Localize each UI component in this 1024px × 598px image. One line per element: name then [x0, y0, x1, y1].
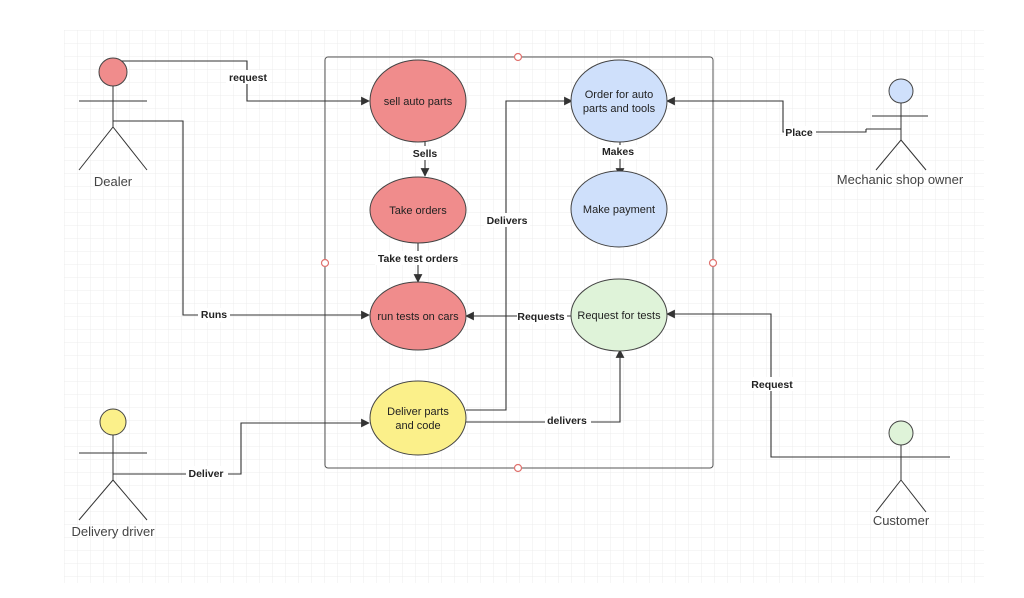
use-case-take-orders[interactable]: Take orders: [369, 176, 467, 244]
use-case-sell-auto-parts[interactable]: sell auto parts: [369, 59, 467, 143]
edge-label-mechanic-order: Place: [785, 127, 813, 139]
actor-head: [888, 420, 914, 446]
use-case-label: run tests on cars: [377, 311, 459, 323]
actor-head: [888, 78, 914, 104]
use-case-label: Take orders: [389, 205, 447, 217]
edge-labels: request Sells Take test orders Runs Requ…: [186, 70, 816, 480]
edge-label-order-payment: Makes: [602, 146, 634, 158]
use-case-label-line2: and code: [395, 420, 440, 432]
actor-customer[interactable]: Customer: [869, 420, 950, 528]
edge-label-sell-take: Sells: [413, 148, 438, 160]
boundary-handle-right[interactable]: [708, 258, 718, 268]
use-case-request-tests[interactable]: Request for tests: [570, 278, 668, 352]
edge-deliver-request[interactable]: [466, 349, 625, 423]
edge-label-deliver-request: delivers: [547, 415, 587, 427]
actor-label: Dealer: [94, 174, 133, 189]
edge-label-dealer-sell: request: [229, 72, 267, 84]
use-case-label: Request for tests: [577, 310, 661, 322]
actor-label: Customer: [873, 513, 930, 528]
use-case-deliver-parts[interactable]: Deliver parts and code: [369, 380, 467, 456]
actor-label: Delivery driver: [71, 524, 155, 539]
edge-label-driver-deliver: Deliver: [188, 468, 223, 480]
edge-label-deliver-order: Delivers: [487, 215, 528, 227]
actor-delivery-driver[interactable]: Delivery driver: [71, 408, 155, 539]
edge-driver-deliver[interactable]: [113, 418, 370, 475]
edge-label-dealer-tests: Runs: [201, 309, 227, 321]
use-case-make-payment[interactable]: Make payment: [570, 170, 668, 248]
use-case-label-line1: Deliver parts: [387, 406, 449, 418]
grid-background: [64, 30, 984, 583]
edge-label-customer-request: Request: [751, 379, 793, 391]
edge-label-take-tests: Take test orders: [378, 253, 458, 265]
actor-dealer[interactable]: Dealer: [78, 57, 148, 189]
use-case-run-tests[interactable]: run tests on cars: [369, 281, 467, 351]
use-case-label-line1: Order for auto: [585, 89, 653, 101]
edge-mechanic-order[interactable]: [666, 96, 867, 133]
boundary-handle-left[interactable]: [320, 258, 330, 268]
actors: Dealer Mechanic shop owner Delivery driv…: [71, 57, 964, 539]
actor-label: Mechanic shop owner: [837, 172, 964, 187]
actor-head: [99, 408, 127, 436]
boundary-handle-bottom[interactable]: [513, 463, 523, 473]
actor-mechanic-shop-owner[interactable]: Mechanic shop owner: [837, 78, 964, 187]
use-case-label: Make payment: [583, 204, 655, 216]
system-boundary[interactable]: [320, 52, 718, 473]
use-cases: sell auto parts Take orders run tests on…: [369, 59, 668, 456]
use-case-order-parts[interactable]: Order for auto parts and tools: [570, 59, 668, 143]
boundary-handle-top[interactable]: [513, 52, 523, 62]
edge-label-request-tests: Requests: [517, 311, 564, 323]
edge-dealer-tests[interactable]: [113, 120, 370, 320]
edge-deliver-order[interactable]: [466, 96, 573, 411]
actor-head: [98, 57, 128, 87]
use-case-label: sell auto parts: [384, 96, 453, 108]
use-case-label-line2: parts and tools: [583, 103, 656, 115]
